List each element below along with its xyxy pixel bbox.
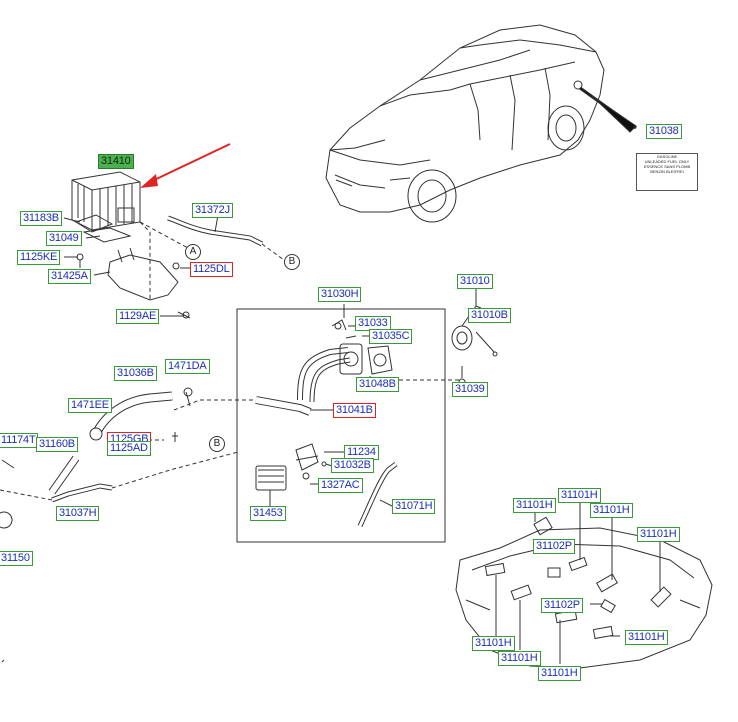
part-label-31039[interactable]: 31039 [452, 382, 488, 397]
callout-a[interactable]: A [185, 244, 201, 260]
part-label-31010b[interactable]: 31010B [468, 308, 511, 323]
part-label-31041b[interactable]: 31041B [333, 403, 376, 418]
decal-line: ESSENCE SANS PLOMB [643, 164, 691, 169]
part-label-31101h[interactable]: 31101H [558, 488, 601, 503]
part-label-1125ke[interactable]: 1125KE [17, 250, 61, 265]
part-label-31101h[interactable]: 31101H [498, 651, 541, 666]
part-label-31030h[interactable]: 31030H [318, 287, 362, 302]
part-label-1125ad[interactable]: 1125AD [107, 441, 151, 456]
filler-group-frame [236, 308, 446, 543]
part-label-31038[interactable]: 31038 [646, 124, 682, 139]
filler-neck-assembly [255, 304, 398, 528]
part-label-31150[interactable]: 31150 [0, 551, 33, 566]
part-label-31102p[interactable]: 31102P [541, 598, 583, 613]
callout-b[interactable]: B [209, 436, 225, 452]
part-label-31101h[interactable]: 31101H [637, 527, 680, 542]
car-illustration [325, 24, 605, 223]
part-label-1471ee[interactable]: 1471EE [68, 398, 112, 413]
part-label-31037h[interactable]: 31037H [56, 506, 100, 521]
part-label-1125dl[interactable]: 1125DL [190, 262, 233, 277]
fuel-label-decal: GASOLINE UNLEADED FUEL ONLY ESSENCE SANS… [636, 153, 698, 191]
part-label-11234[interactable]: 11234 [344, 445, 379, 460]
decal-line: UNLEADED FUEL ONLY [644, 159, 690, 164]
part-label-31183b[interactable]: 31183B [20, 211, 62, 226]
callout-b[interactable]: B [284, 254, 300, 270]
part-label-31372j[interactable]: 31372J [192, 203, 233, 218]
part-label-31410[interactable]: 31410 [98, 154, 134, 169]
part-label-31102p[interactable]: 31102P [533, 539, 575, 554]
vapor-hoses [0, 387, 193, 663]
part-label-31453[interactable]: 31453 [250, 506, 286, 521]
part-label-1471da[interactable]: 1471DA [165, 359, 210, 374]
fuel-filler-cap [451, 288, 498, 386]
part-label-31101h[interactable]: 31101H [538, 666, 581, 681]
part-label-1327ac[interactable]: 1327AC [318, 478, 363, 493]
part-label-31425a[interactable]: 31425A [48, 269, 91, 284]
part-label-31048b[interactable]: 31048B [356, 377, 399, 392]
part-label-31071h[interactable]: 31071H [392, 499, 436, 514]
fuel-tank [455, 502, 713, 669]
part-label-31036b[interactable]: 31036B [114, 366, 157, 381]
part-label-31101h[interactable]: 31101H [472, 636, 515, 651]
part-label-11174t[interactable]: 11174T [0, 433, 39, 448]
decal-line: BENZIN BLEIFREI [650, 169, 684, 174]
part-label-31160b[interactable]: 31160B [36, 437, 78, 452]
part-label-31101h[interactable]: 31101H [513, 498, 556, 513]
part-label-1129ae[interactable]: 1129AE [116, 309, 160, 324]
decal-line: GASOLINE [656, 154, 678, 159]
part-label-31035c[interactable]: 31035C [369, 329, 413, 344]
part-label-31032b[interactable]: 31032B [331, 458, 374, 473]
part-label-31101h[interactable]: 31101H [590, 503, 633, 518]
highlight-arrow [140, 143, 231, 188]
canister-assembly [63, 171, 191, 319]
part-label-31010[interactable]: 31010 [457, 274, 493, 289]
part-label-31101h[interactable]: 31101H [625, 630, 668, 645]
part-label-31049[interactable]: 31049 [46, 231, 82, 246]
